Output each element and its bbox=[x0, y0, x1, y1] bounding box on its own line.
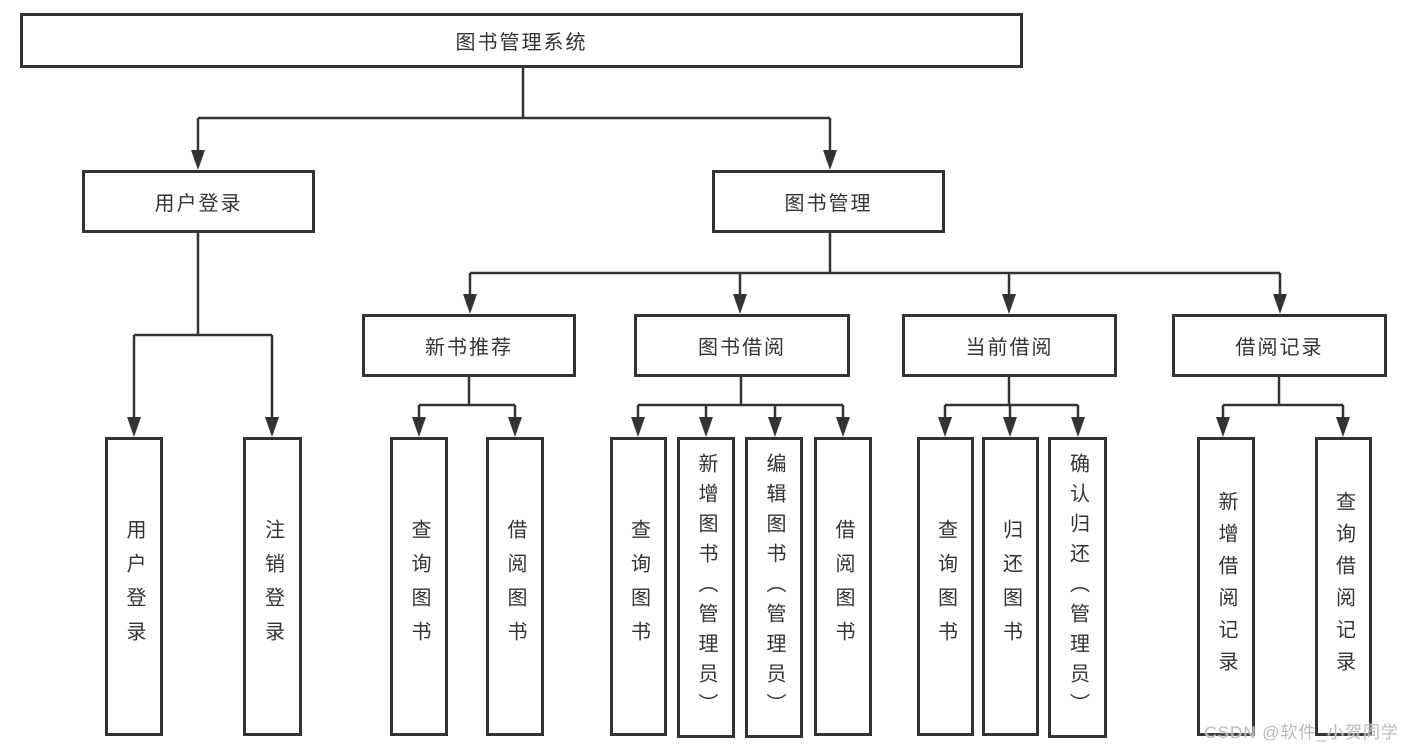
leaf-borrow-books-borrowing: 借阅图书 bbox=[814, 437, 872, 736]
leaf-add-borrow-record: 新增借阅记录 bbox=[1197, 437, 1255, 736]
node-new-book-recommendation: 新书推荐 bbox=[362, 314, 576, 377]
arrow-down-icons bbox=[127, 150, 1350, 437]
leaf-confirm-return-admin: 确认归还（管理员） bbox=[1048, 437, 1107, 738]
node-root-system: 图书管理系统 bbox=[20, 13, 1023, 68]
leaf-user-login: 用户登录 bbox=[105, 437, 163, 736]
leaf-query-books-recommend: 查询图书 bbox=[390, 437, 448, 736]
node-book-management: 图书管理 bbox=[712, 170, 945, 233]
leaf-borrow-books-recommend: 借阅图书 bbox=[486, 437, 544, 736]
leaf-logout: 注销登录 bbox=[243, 437, 302, 736]
tree-edges bbox=[132, 68, 1345, 420]
leaf-return-book: 归还图书 bbox=[982, 437, 1039, 736]
node-borrowing-records: 借阅记录 bbox=[1172, 314, 1387, 377]
node-user-login: 用户登录 bbox=[82, 170, 315, 233]
leaf-query-borrow-record: 查询借阅记录 bbox=[1315, 437, 1372, 736]
leaf-query-books-borrowing: 查询图书 bbox=[610, 437, 667, 736]
leaf-query-books-current: 查询图书 bbox=[917, 437, 974, 736]
watermark: CSDN @软件_小贺同学 bbox=[1204, 723, 1399, 742]
node-book-borrowing: 图书借阅 bbox=[634, 314, 850, 377]
node-current-borrowing: 当前借阅 bbox=[902, 314, 1117, 377]
leaf-add-book-admin: 新增图书（管理员） bbox=[677, 437, 735, 738]
leaf-edit-book-admin: 编辑图书（管理员） bbox=[745, 437, 803, 738]
